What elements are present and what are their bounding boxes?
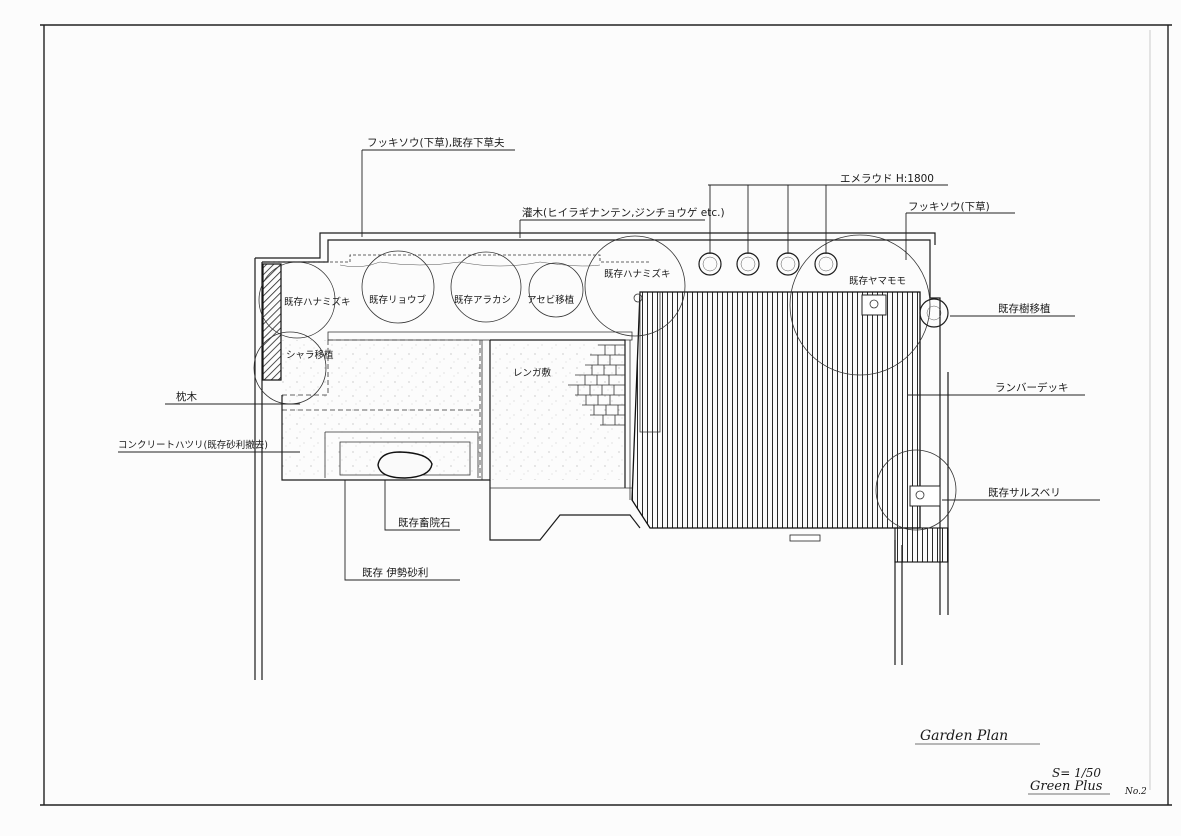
label-ryoubu: 既存リョウブ	[369, 294, 427, 306]
drawing-title: Garden Plan	[920, 728, 1008, 744]
label-lumber-deck: ランバーデッキ	[995, 381, 1069, 394]
tree-arakashi	[450, 251, 522, 323]
sleeper-strip	[262, 263, 282, 381]
label-asebi: アセビ移植	[527, 294, 575, 306]
label-renga: レンガ敷	[513, 367, 552, 379]
planting-bed	[270, 254, 650, 341]
label-ise-gravel: 既存 伊勢砂利	[362, 566, 428, 579]
leader-lines	[118, 149, 1100, 581]
tree-sarusuberi	[875, 449, 957, 531]
brick-area	[489, 339, 641, 541]
garden-stone	[377, 451, 433, 479]
title-block: Garden Plan S= 1/50 Green Plus No.2	[915, 728, 1147, 797]
trees	[253, 234, 957, 531]
label-concrete: コンクリートハツリ(既存砂利撤去)	[118, 439, 268, 451]
label-makuragi: 枕木	[176, 390, 197, 403]
label-hanamizuki-left: 既存ハナミズキ	[284, 296, 351, 308]
label-existing-transplant: 既存樹移植	[998, 302, 1051, 315]
tree-ryoubu	[361, 250, 435, 324]
sarusuberi-trunk	[909, 485, 941, 507]
label-emerald: エメラウド H:1800	[840, 173, 934, 185]
tree-hanamizuki-center	[584, 235, 686, 337]
label-arakashi: 既存アラカシ	[454, 294, 511, 306]
emerald-conifers	[698, 252, 838, 276]
sheet-number: No.2	[1124, 787, 1147, 797]
label-shara: シャラ移植	[286, 349, 334, 361]
label-fukisou-right: フッキソウ(下草)	[908, 201, 990, 213]
tree-asebi	[528, 262, 584, 318]
tree-hanamizuki-left	[258, 261, 336, 339]
drawing-scale: S= 1/50	[1052, 766, 1101, 780]
label-sarusuberi: 既存サルスベリ	[988, 486, 1061, 499]
lumber-deck	[629, 291, 949, 563]
tree-yamamomo	[789, 234, 931, 376]
sheet-border	[40, 24, 1172, 806]
yamamomo-trunk	[861, 294, 887, 316]
label-stone: 既存畜院石	[398, 516, 451, 529]
tree-existing-transplant	[919, 298, 949, 328]
label-yamamomo: 既存ヤマモモ	[849, 275, 906, 287]
label-fukisou-top: フッキソウ(下草),既存下草夫	[367, 136, 505, 149]
label-shrubs: 灌木(ヒイラギナンテン,ジンチョウゲ etc.)	[522, 207, 725, 219]
company-name: Green Plus	[1030, 779, 1103, 794]
label-hanamizuki-center: 既存ハナミズキ	[604, 268, 671, 280]
labels: フッキソウ(下草),既存下草夫 エメラウド H:1800 フッキソウ(下草) 灌…	[118, 136, 1069, 579]
